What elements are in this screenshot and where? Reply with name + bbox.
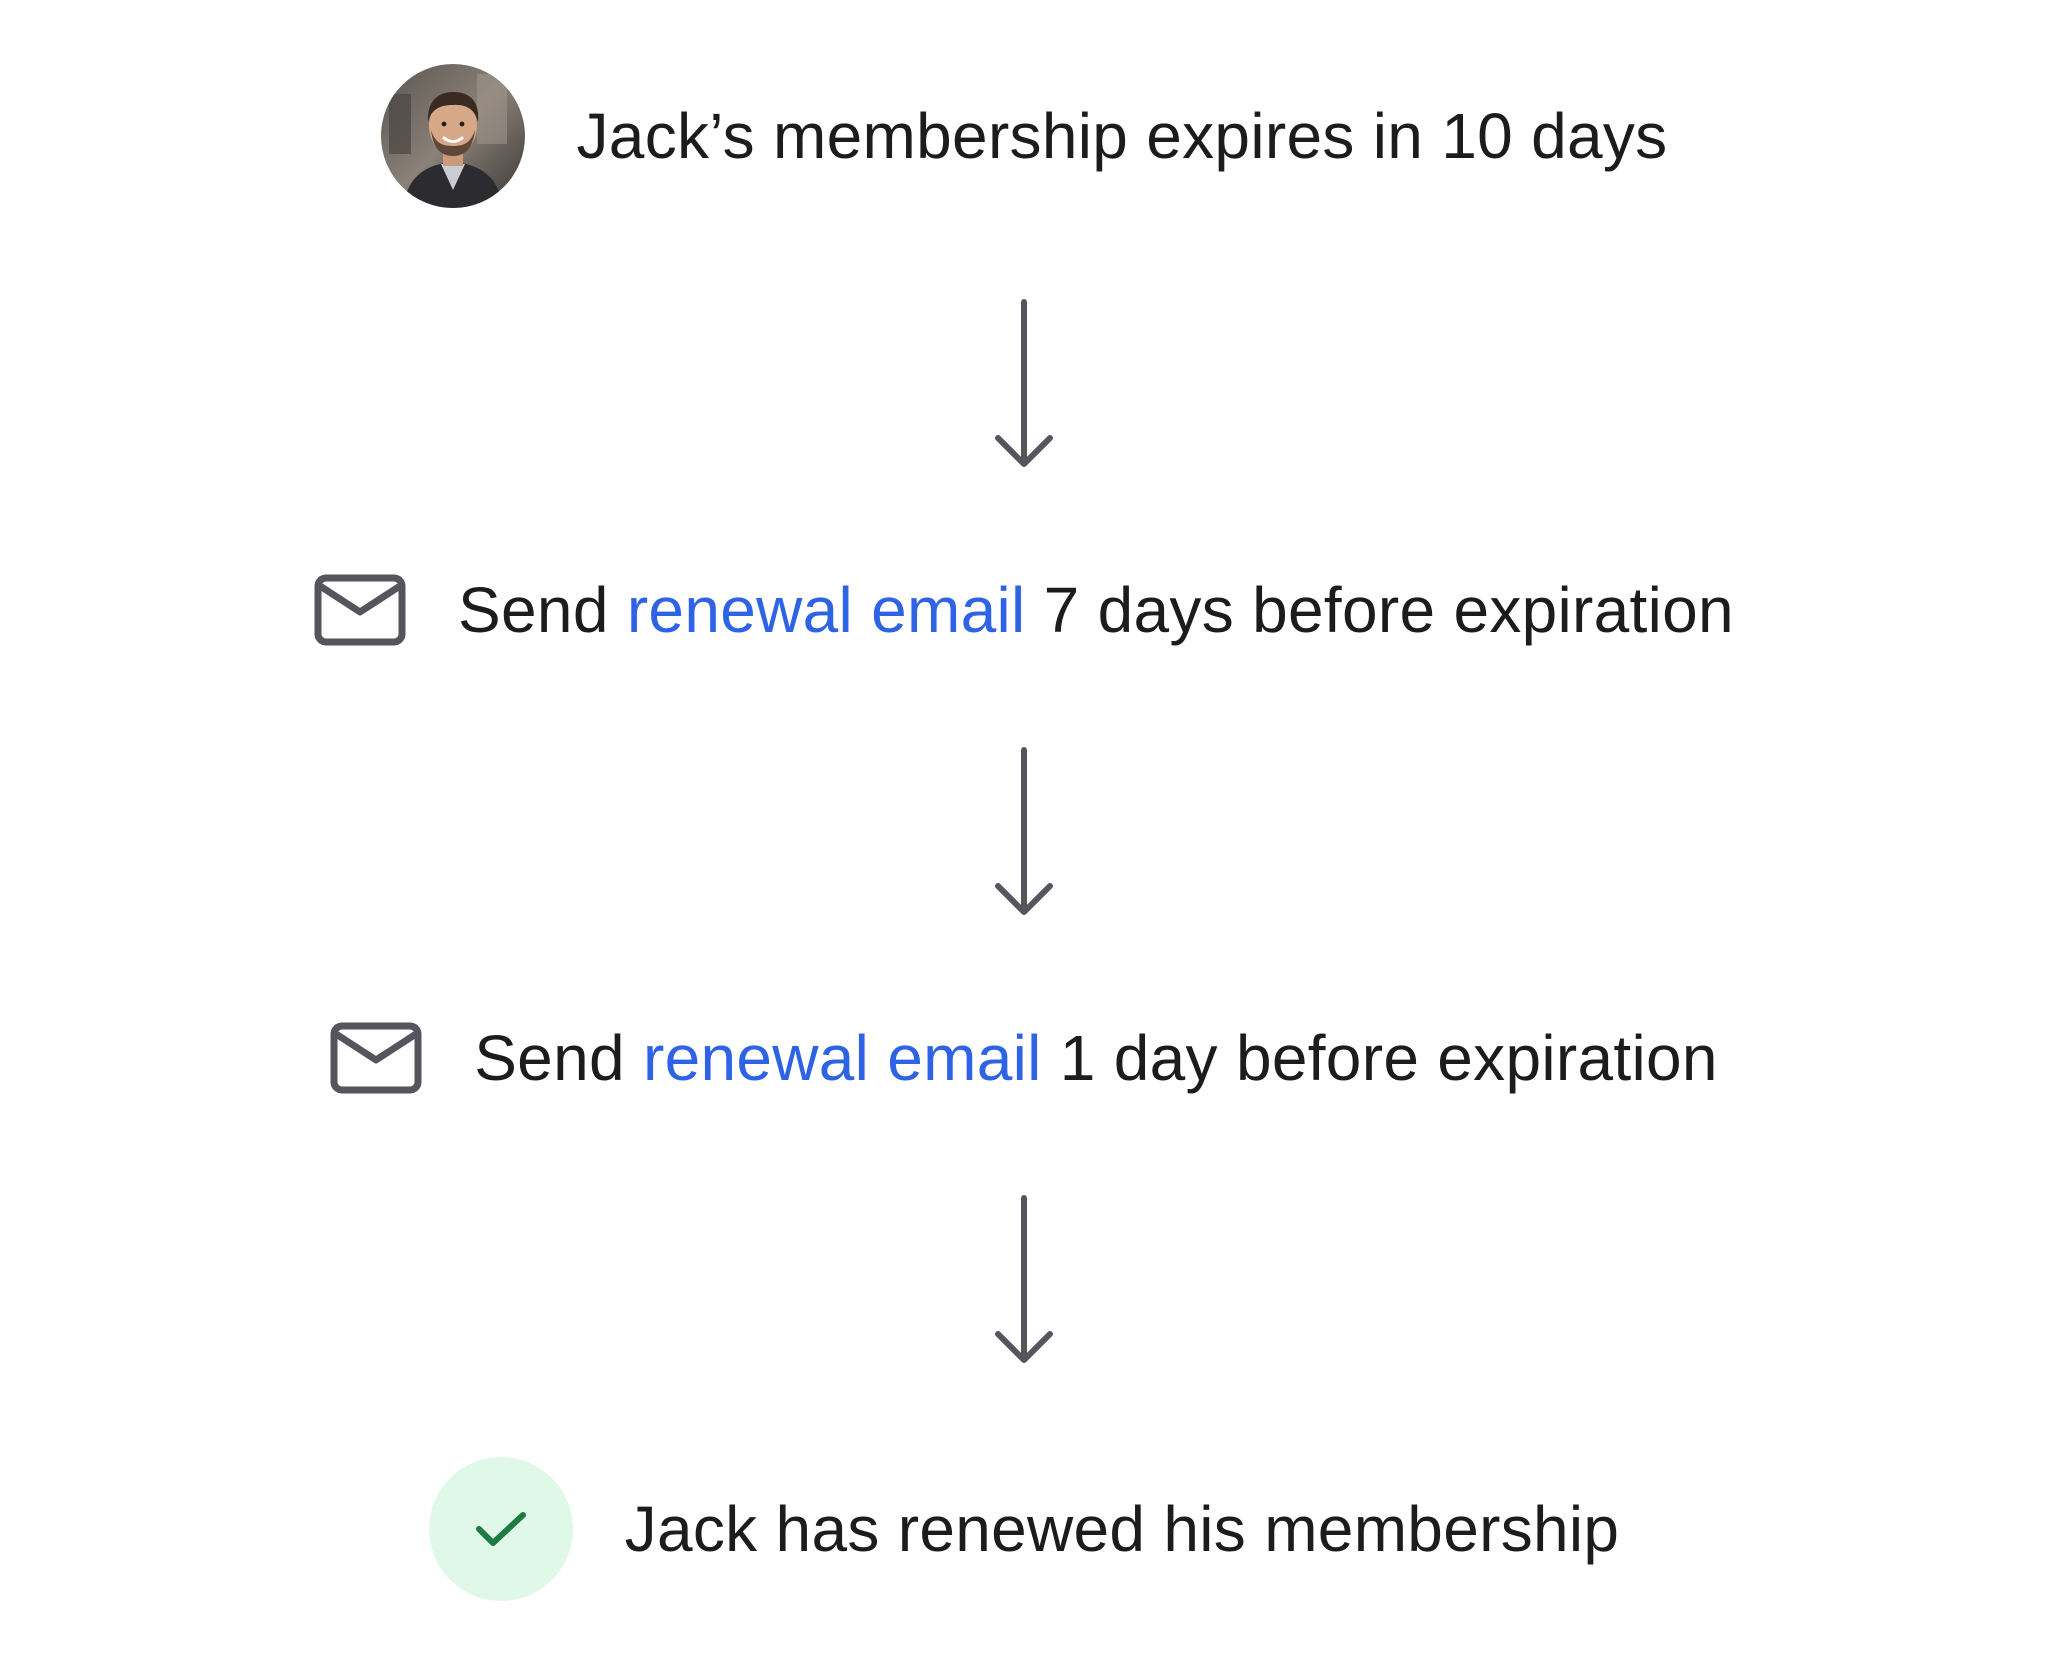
email-step-1-prefix: Send — [458, 574, 609, 646]
arrow-down-icon — [995, 1195, 1053, 1363]
email-step-2-prefix: Send — [474, 1022, 625, 1094]
avatar — [380, 64, 525, 208]
renewal-email-link-1[interactable]: renewal email — [626, 574, 1026, 646]
outcome-text: Jack has renewed his membership — [624, 1493, 1620, 1565]
email-step-1-text: Send renewal email 7 days before expirat… — [458, 578, 1734, 642]
arrow-down-icon — [995, 747, 1053, 915]
email-step-2-suffix: 1 day before expiration — [1059, 1022, 1718, 1094]
person-avatar-icon — [380, 64, 525, 208]
success-badge — [428, 1457, 573, 1601]
renewal-email-link-2[interactable]: renewal email — [642, 1022, 1042, 1094]
trigger-text: Jack’s membership expires in 10 days — [576, 100, 1668, 172]
outcome-step: Jack has renewed his membership — [0, 1457, 2048, 1601]
envelope-icon — [330, 1022, 422, 1094]
email-step-2: Send renewal email 1 day before expirati… — [0, 1018, 2048, 1098]
envelope-icon — [314, 574, 406, 646]
email-step-1-suffix: 7 days before expiration — [1043, 574, 1734, 646]
trigger-step: Jack’s membership expires in 10 days — [0, 64, 2048, 208]
email-step-2-text: Send renewal email 1 day before expirati… — [474, 1026, 1718, 1090]
arrow-down-icon — [995, 299, 1053, 467]
checkmark-icon — [475, 1512, 526, 1546]
email-step-1: Send renewal email 7 days before expirat… — [0, 570, 2048, 650]
